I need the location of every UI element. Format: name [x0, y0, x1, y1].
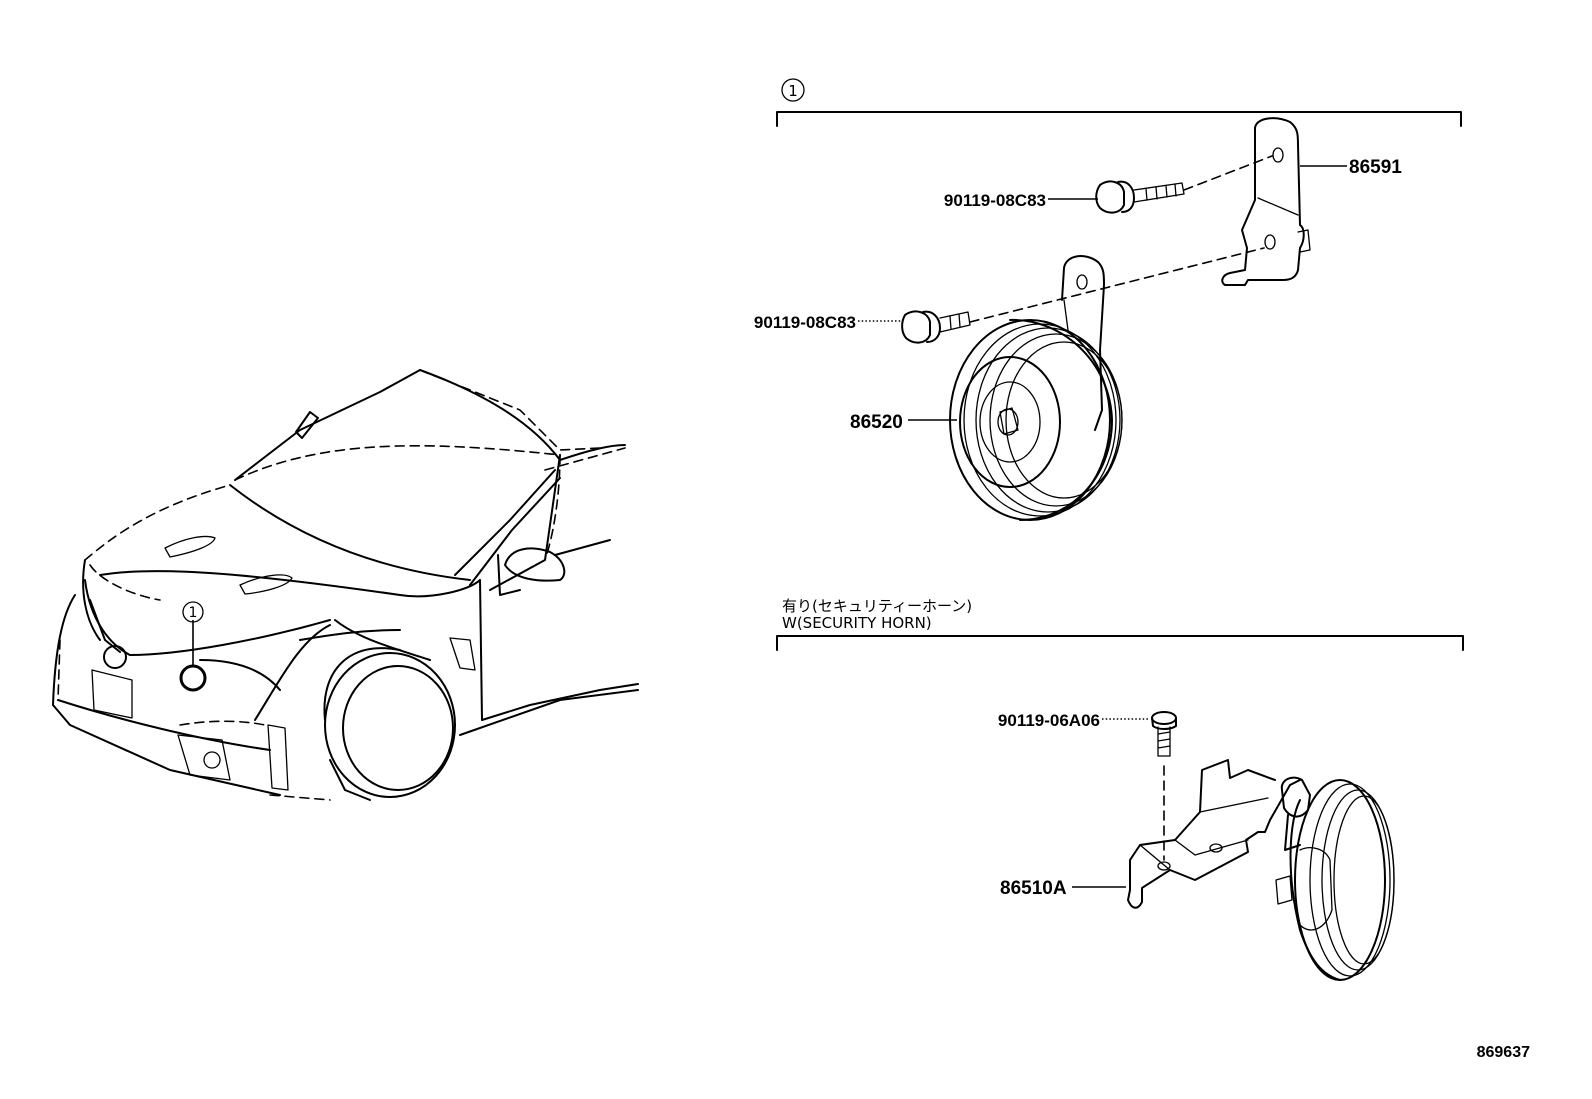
part-label-bolt-lower: 90119-08C83 — [754, 313, 856, 332]
section-2-title-jp: 有り(セキュリティーホーン) — [782, 597, 972, 615]
bolt-upper-drawing — [1095, 180, 1185, 214]
diagram-id: 869637 — [1477, 1044, 1530, 1061]
guide-line-lower-bolt — [969, 247, 1265, 323]
car-callout-balloon: 1 — [182, 601, 204, 623]
part-label-86510a: 86510A — [1000, 878, 1067, 899]
horn-86510a-drawing — [1127, 759, 1395, 981]
part-label-86591: 86591 — [1349, 157, 1402, 178]
part-label-86520: 86520 — [850, 412, 903, 433]
bolt-security-drawing — [1151, 711, 1177, 757]
section-1-header: 1 — [776, 78, 1462, 127]
section-2-bracket — [776, 635, 1464, 651]
part-label-bolt-upper: 90119-08C83 — [944, 191, 1046, 210]
part-label-bolt-security: 90119-06A06 — [998, 711, 1100, 730]
bracket-86591-drawing — [1221, 117, 1311, 286]
horn-86520-drawing — [949, 255, 1123, 521]
car-front-illustration — [52, 369, 639, 801]
guide-line-upper-bolt — [1183, 155, 1273, 191]
section-2-title-en: W(SECURITY HORN) — [782, 614, 932, 632]
car-callout-number: 1 — [189, 605, 198, 621]
section-1-callout-number: 1 — [788, 82, 798, 100]
bolt-lower-drawing — [901, 310, 971, 344]
